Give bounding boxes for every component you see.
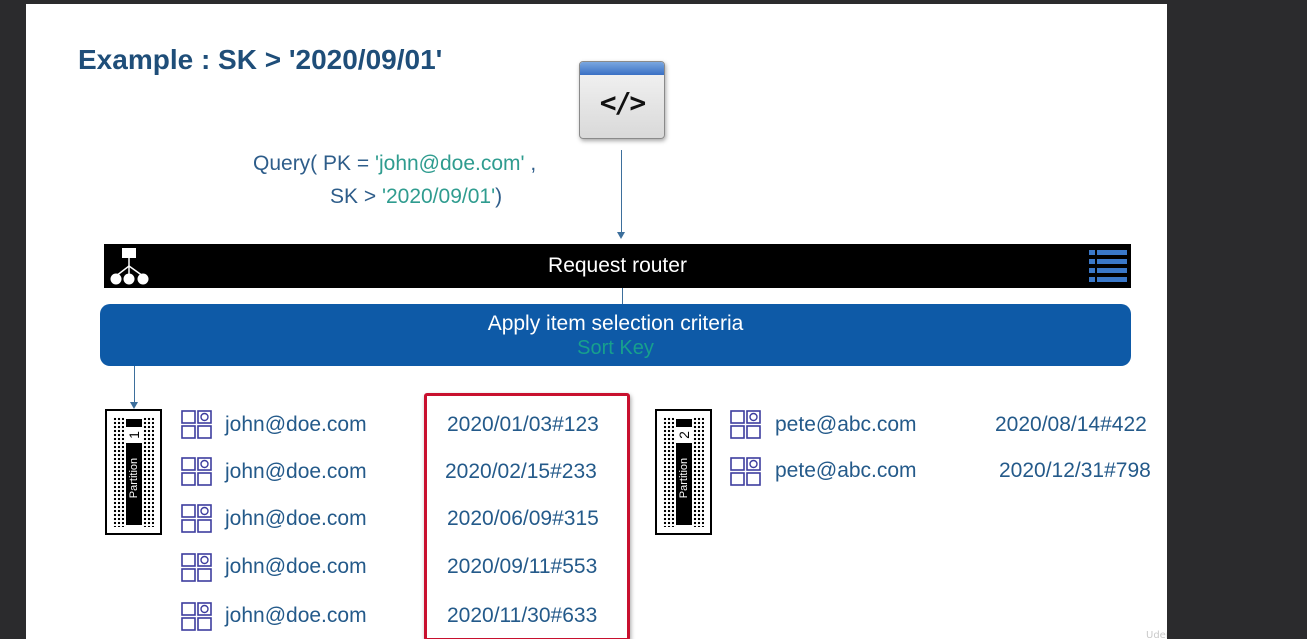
code-window-icon: </> [579,61,665,139]
partition-dots-right [693,417,704,527]
request-router: Request router [104,244,1131,288]
partition-arrow-line [134,366,135,403]
partition-2-icon: 2 Partition [655,409,712,535]
item-sk: 2020/01/03#123 [447,413,599,436]
query-prefix: Query( PK = [253,152,375,175]
query-sk-value: '2020/09/01' [381,185,496,208]
item-icon [730,457,762,492]
tree-hierarchy-icon [108,246,152,291]
item-icon [181,553,213,588]
slide-canvas: Example : SK > '2020/09/01' </> Query( P… [26,4,1167,639]
query-sk-prefix: SK > [330,185,382,208]
item-pk: pete@abc.com [775,459,917,482]
query-line-1: Query( PK = 'john@doe.com' , [253,152,536,176]
criteria-label: Apply item selection criteria [487,312,744,335]
router-connector [622,288,623,304]
query-line-2: SK > '2020/09/01') [330,185,502,209]
partition-dots-right [143,417,154,527]
item-pk: pete@abc.com [775,413,917,436]
item-sk: 2020/06/09#315 [447,507,599,530]
item-icon [181,410,213,445]
item-icon [181,602,213,637]
partition-arrow-head [130,402,138,409]
query-arrow-line [621,150,622,234]
item-sk: 2020/08/14#422 [995,413,1147,436]
query-suffix: , [524,152,537,175]
item-pk: john@doe.com [225,555,367,578]
item-pk: john@doe.com [225,507,367,530]
sort-key-label: Sort Key [577,337,654,359]
code-window-titlebar [580,62,664,75]
query-sk-suffix: ) [495,185,503,208]
partition-label: Partition [678,457,690,499]
partition-core [676,419,692,525]
item-sk: 2020/02/15#233 [445,460,597,483]
item-icon [181,504,213,539]
partition-dots-left [663,417,674,527]
slide-title: Example : SK > '2020/09/01' [78,44,443,75]
query-pk-value: 'john@doe.com' [374,152,525,175]
item-pk: john@doe.com [225,604,367,627]
partition-label: Partition [128,457,140,499]
partition-core [126,419,142,525]
query-arrow-head [617,232,625,239]
udemy-watermark: Udemy [1146,630,1167,639]
request-router-label: Request router [548,254,687,277]
list-icon [1089,249,1127,288]
selection-criteria-box: Apply item selection criteria Sort Key [100,304,1131,366]
item-sk: 2020/11/30#633 [447,604,598,627]
item-pk: john@doe.com [225,413,367,436]
matching-range-highlight [424,393,630,639]
item-pk: john@doe.com [225,460,367,483]
code-glyph: </> [599,86,647,119]
item-sk: 2020/09/11#553 [447,555,598,578]
item-sk: 2020/12/31#798 [999,459,1151,482]
item-icon [181,457,213,492]
partition-dots-left [113,417,124,527]
item-icon [730,410,762,445]
partition-1-icon: 1 Partition [105,409,162,535]
